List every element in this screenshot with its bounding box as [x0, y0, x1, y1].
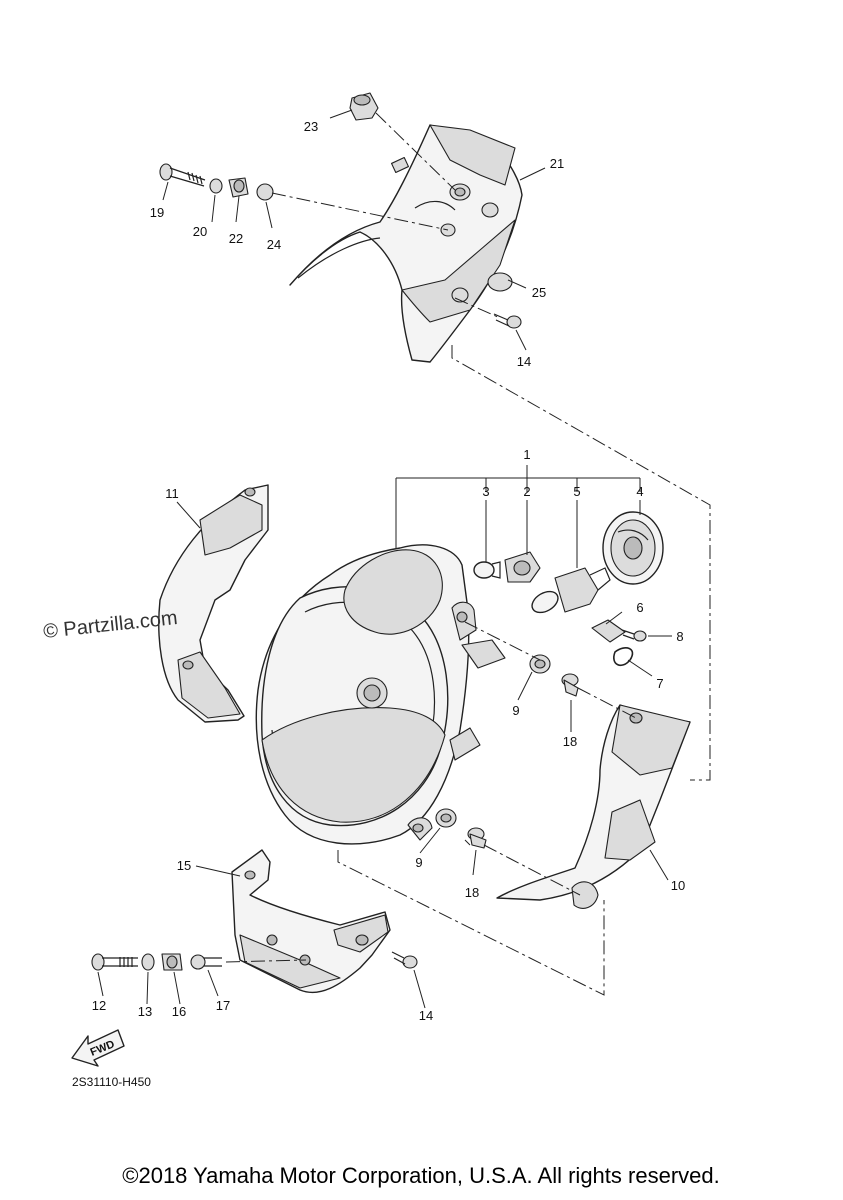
callout-25: 25 [532, 285, 546, 300]
watermark: © Partzilla.com [42, 607, 178, 643]
callout-19: 19 [150, 205, 164, 220]
bulb-part-3[interactable] [473, 561, 501, 579]
bulb-part-5[interactable] [528, 567, 611, 617]
callout-10: 10 [671, 878, 685, 893]
headlight-housing[interactable] [255, 544, 506, 845]
callout-14-upper: 14 [517, 354, 531, 369]
callout-5: 5 [573, 484, 580, 499]
callout-3: 3 [482, 484, 489, 499]
callout-13: 13 [138, 1004, 152, 1019]
collar-part-18-upper[interactable] [561, 673, 579, 697]
callout-7: 7 [656, 676, 663, 691]
collar-part-23[interactable] [349, 92, 379, 121]
cover-part-11[interactable] [158, 484, 269, 723]
collar-part-22[interactable] [228, 177, 249, 198]
socket-part-2[interactable] [504, 551, 541, 583]
screw-part-14-upper[interactable] [493, 313, 522, 329]
callout-9-upper: 9 [512, 703, 519, 718]
grommet-part-9-upper[interactable] [529, 654, 551, 674]
callout-24: 24 [267, 237, 281, 252]
screw-part-8[interactable] [621, 629, 647, 642]
callout-16: 16 [172, 1004, 186, 1019]
callout-15: 15 [177, 858, 191, 873]
leader-lines [97, 109, 672, 1009]
nut-part-24[interactable] [256, 183, 274, 201]
clip-part-7[interactable] [613, 647, 634, 667]
callout-9-lower: 9 [415, 855, 422, 870]
callout-14-lower: 14 [419, 1008, 433, 1023]
callout-1: 1 [523, 447, 530, 462]
collar-part-18-lower[interactable] [467, 827, 487, 849]
cover-part-10[interactable] [496, 704, 691, 909]
washer-part-13[interactable] [141, 953, 155, 971]
headlight-cowl-part-21[interactable] [289, 124, 523, 363]
washer-part-20[interactable] [209, 178, 223, 194]
callout-18-upper: 18 [563, 734, 577, 749]
plug-part-25[interactable] [487, 272, 513, 292]
bolt-part-12[interactable] [91, 953, 138, 971]
callout-21: 21 [550, 156, 564, 171]
grommet-part-9-lower[interactable] [435, 808, 457, 828]
collar-part-16[interactable] [161, 953, 183, 971]
callout-11: 11 [165, 486, 179, 501]
fwd-arrow-icon: FWD [71, 1029, 125, 1067]
callout-17: 17 [216, 998, 230, 1013]
copyright-notice: ©2018 Yamaha Motor Corporation, U.S.A. A… [122, 1163, 719, 1188]
diagram-code: 2S31110-H450 [72, 1075, 151, 1089]
callout-8: 8 [676, 629, 683, 644]
callout-20: 20 [193, 224, 207, 239]
bolt-part-19[interactable] [159, 163, 206, 187]
callout-6: 6 [636, 600, 643, 615]
callout-22: 22 [229, 231, 243, 246]
callout-2: 2 [523, 484, 530, 499]
bracket-part-15[interactable] [231, 849, 391, 994]
bracket-part-6[interactable] [591, 619, 626, 643]
callout-labels: 1 2 3 4 5 6 7 8 9 9 10 11 12 13 14 14 15… [92, 119, 685, 1023]
cover-part-4[interactable] [602, 511, 664, 585]
callout-18-lower: 18 [465, 885, 479, 900]
spacer-part-17[interactable] [190, 954, 222, 970]
callout-23: 23 [304, 119, 318, 134]
screw-part-14-lower[interactable] [391, 951, 418, 969]
callout-4: 4 [636, 484, 643, 499]
callout-12: 12 [92, 998, 106, 1013]
